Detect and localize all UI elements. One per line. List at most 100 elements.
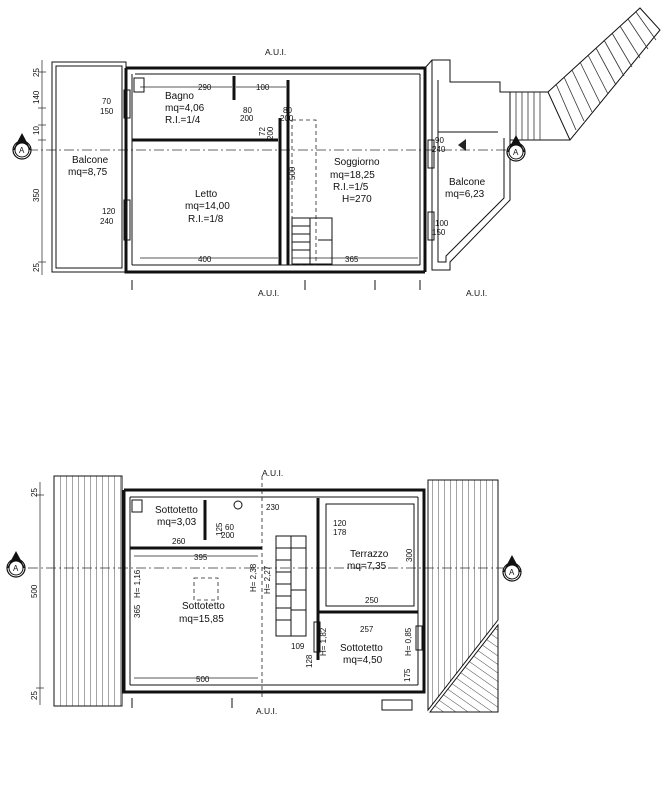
sottotetto-small-fixture	[131, 499, 143, 513]
dim-365: 365	[345, 255, 359, 264]
dim-h238: H= 2,38	[249, 563, 258, 592]
dim-100: 100	[256, 83, 270, 92]
lower-exterior-markers	[131, 698, 413, 711]
lower-interior-walls	[130, 498, 418, 660]
soggiorno-name: Soggiorno	[334, 157, 380, 168]
dim-109: 109	[291, 642, 305, 651]
dim-500: 500	[288, 166, 297, 180]
dim-h125: 125	[215, 522, 224, 536]
upper-aui-top: A.U.I.	[265, 47, 286, 57]
sottotetto-right-area: mq=4,50	[343, 655, 383, 666]
dim-v25b-lower: 25	[30, 691, 39, 700]
lower-internal-stair	[275, 535, 307, 637]
dim-w200-lower: 200	[221, 531, 235, 540]
room-sottotetto-small: Sottotetto mq=3,03	[155, 505, 198, 528]
upper-floor-plan: 25 140 10 350 25	[12, 7, 661, 298]
roof-hatch-lower-right	[428, 623, 499, 713]
roof-hatch-left	[53, 475, 123, 707]
bagno-ri: R.I.=1/4	[165, 115, 201, 126]
upper-left-dimension-chain: 25 140 10 350 25	[32, 60, 46, 275]
upper-left-windows: 70 150 120 240	[100, 89, 131, 241]
sottotetto-small-area: mq=3,03	[157, 517, 197, 528]
upper-exterior-markers	[131, 280, 421, 290]
circle-fixture	[233, 500, 243, 510]
lower-left-dimension-chain: 25 500 25	[30, 482, 44, 705]
dim-w178: 178	[333, 528, 347, 537]
lower-aui-bottom: A.U.I.	[256, 706, 277, 716]
dim-w90: 90	[435, 136, 444, 145]
dim-v25a: 25	[32, 68, 41, 77]
dim-500-lower: 500	[196, 675, 210, 684]
room-letto: Letto mq=14,00 R.I.=1/8	[185, 189, 230, 225]
dim-w240b: 240	[432, 145, 446, 154]
lower-section-marker-left: A	[6, 551, 26, 578]
dim-128: 128	[305, 654, 314, 668]
letto-name: Letto	[195, 189, 218, 200]
exterior-staircase	[509, 7, 661, 141]
terrazzo-area: mq=7,35	[347, 561, 387, 572]
dim-365-lower: 365	[133, 604, 142, 618]
balcone-right-area: mq=6,23	[445, 189, 485, 200]
dim-w72: 72	[258, 127, 267, 136]
terrazzo-name: Terrazzo	[350, 549, 389, 560]
sottotetto-main-area: mq=15,85	[179, 614, 224, 625]
dim-260: 260	[172, 537, 186, 546]
letto-area: mq=14,00	[185, 201, 230, 212]
dim-h116: H= 1,16	[133, 569, 142, 598]
balcone-left-name: Balcone	[72, 155, 109, 166]
dim-300: 300	[405, 548, 414, 562]
dim-w200c: 200	[266, 126, 275, 140]
dim-257: 257	[360, 625, 374, 634]
soggiorno-h: H=270	[342, 194, 372, 205]
lower-dashed-square	[193, 577, 219, 601]
sottotetto-right-name: Sottotetto	[340, 643, 383, 654]
dim-w240: 240	[100, 217, 114, 226]
upper-aui-bottom-1: A.U.I.	[258, 288, 279, 298]
dim-v140: 140	[32, 90, 41, 104]
right-balcony: 90 240 100 150 Balcone mq=6,23	[424, 59, 511, 271]
room-terrazzo: Terrazzo mq=7,35	[347, 549, 389, 572]
dim-v350: 350	[32, 188, 41, 202]
dim-w200b: 200	[280, 114, 294, 123]
lower-section-label-left: A	[13, 564, 19, 573]
soggiorno-ri: R.I.=1/5	[333, 182, 369, 193]
dim-w120-lower: 120	[333, 519, 347, 528]
dim-w120: 120	[102, 207, 116, 216]
dim-290: 290	[198, 83, 212, 92]
lower-section-marker-right: A	[502, 555, 522, 582]
dim-395: 395	[194, 553, 208, 562]
dim-v500-lower: 500	[30, 584, 39, 598]
dim-w70: 70	[102, 97, 111, 106]
dim-250: 250	[365, 596, 379, 605]
room-bagno: Bagno mq=4,06 R.I.=1/4	[165, 91, 205, 126]
small-window-lower	[313, 621, 321, 653]
right-window-lower	[415, 625, 423, 651]
dim-w80b: 80	[283, 106, 292, 115]
dim-175: 175	[403, 668, 412, 682]
lower-aui-top: A.U.I.	[262, 468, 283, 478]
upper-internal-stair	[291, 217, 333, 265]
dim-h085: H= 0,85	[404, 627, 413, 656]
lower-section-label-right: A	[509, 568, 515, 577]
dim-v25a-lower: 25	[30, 488, 39, 497]
bagno-fixture	[133, 77, 145, 93]
upper-section-marker-right: A	[506, 135, 526, 162]
upper-section-label-left: A	[19, 146, 25, 155]
dim-h227: H= 2,27	[263, 565, 272, 594]
upper-aui-bottom-2: A.U.I.	[466, 288, 487, 298]
upper-section-label-right: A	[513, 148, 519, 157]
balcone-right-name: Balcone	[449, 177, 486, 188]
roof-hatch-right	[427, 479, 499, 712]
lower-exterior-walls	[122, 488, 426, 694]
dim-w150b: 150	[432, 228, 446, 237]
upper-section-marker-left: A	[12, 133, 32, 160]
sottotetto-main-name: Sottotetto	[182, 601, 225, 612]
room-soggiorno: Soggiorno mq=18,25 R.I.=1/5 H=270	[330, 157, 380, 205]
sottotetto-small-name: Sottotetto	[155, 505, 198, 516]
bagno-area: mq=4,06	[165, 103, 205, 114]
balcone-left-area: mq=8,75	[68, 167, 108, 178]
dim-230: 230	[266, 503, 280, 512]
bagno-name: Bagno	[165, 91, 194, 102]
dim-400: 400	[198, 255, 212, 264]
